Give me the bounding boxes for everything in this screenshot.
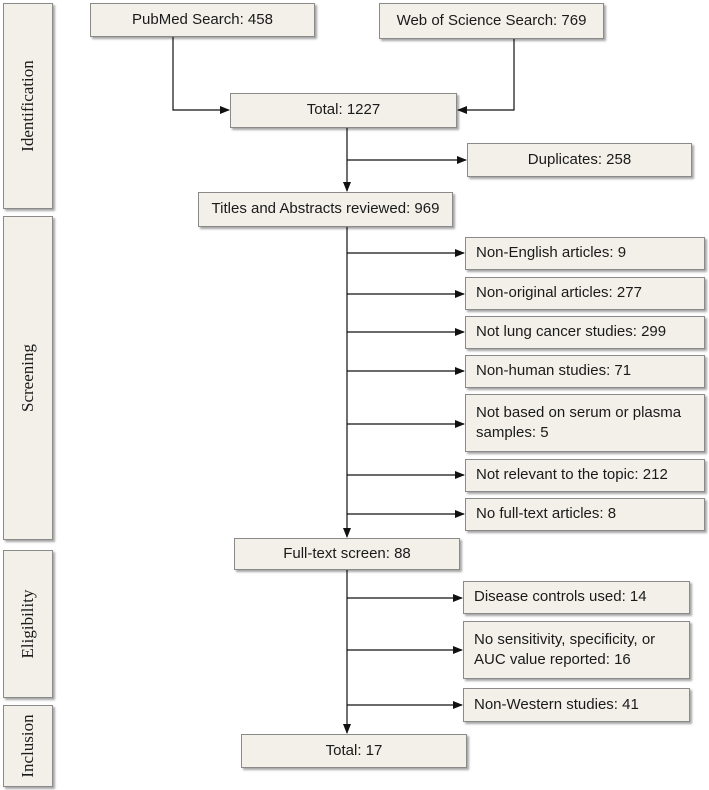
stage-eligibility: Eligibility — [3, 550, 53, 698]
exclusion-non-original: Non-original articles: 277 — [465, 277, 705, 310]
exclusion-not-relevant: Not relevant to the topic: 212 — [465, 459, 705, 492]
exclusion-non-english: Non-English articles: 9 — [465, 237, 705, 270]
exclusion-not-serum-plasma: Not based on serum or plasma samples: 5 — [465, 394, 705, 452]
exclusion-disease-controls: Disease controls used: 14 — [463, 581, 690, 614]
stage-screening-label: Screening — [18, 344, 37, 412]
stage-eligibility-label: Eligibility — [18, 589, 37, 659]
exclusion-non-western: Non-Western studies: 41 — [463, 688, 690, 722]
pubmed-to-total-arrow — [172, 37, 230, 114]
exclusion-no-full-text: No full-text articles: 8 — [465, 498, 705, 531]
titles-abstracts-box: Titles and Abstracts reviewed: 969 — [198, 192, 453, 227]
wos-search-box: Web of Science Search: 769 — [379, 3, 604, 39]
stage-screening: Screening — [3, 216, 53, 540]
exclusion-not-lung-cancer: Not lung cancer studies: 299 — [465, 316, 705, 349]
exclusion-no-sensitivity: No sensitivity, specificity, or AUC valu… — [463, 621, 690, 679]
final-total-box: Total: 17 — [241, 734, 467, 768]
duplicates-box: Duplicates: 258 — [467, 143, 692, 177]
stage-identification-label: Identification — [18, 60, 37, 152]
stage-inclusion-label: Inclusion — [18, 714, 37, 778]
stage-identification: Identification — [3, 3, 53, 209]
pubmed-search-box: PubMed Search: 458 — [90, 3, 315, 37]
total-identified-box: Total: 1227 — [230, 93, 457, 128]
stage-inclusion: Inclusion — [3, 705, 53, 787]
full-text-screen-box: Full-text screen: 88 — [234, 538, 460, 570]
exclusion-non-human: Non-human studies: 71 — [465, 355, 705, 388]
wos-to-total-arrow — [457, 39, 515, 114]
